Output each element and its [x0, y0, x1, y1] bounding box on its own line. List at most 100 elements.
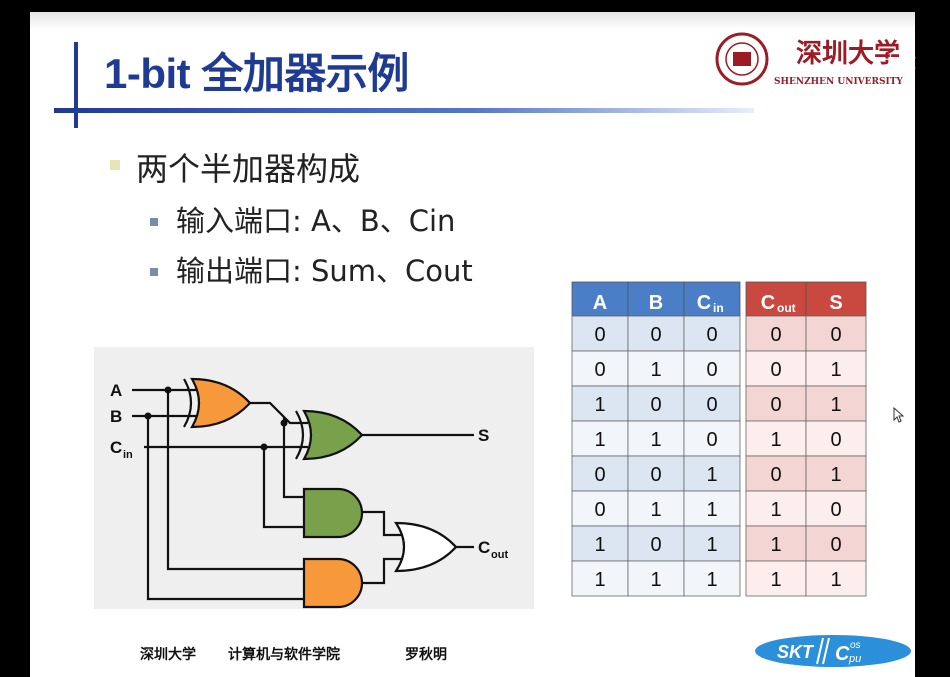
title-underline	[54, 108, 754, 113]
xor-gate-2	[302, 409, 364, 461]
truth-cell	[627, 420, 685, 457]
truth-cell-value: 0	[706, 429, 717, 451]
truth-cell	[571, 560, 629, 597]
sub-bullet-square	[150, 218, 158, 226]
truth-header-cell	[745, 281, 807, 317]
truth-cell-value: 0	[650, 324, 661, 346]
truth-cell-value: 0	[770, 394, 781, 416]
truth-cell-value: 1	[770, 569, 781, 591]
truth-header-cell	[683, 281, 741, 317]
logo-en: SHENZHEN UNIVERSITY	[774, 77, 903, 87]
truth-cell	[683, 350, 741, 387]
truth-cell-value: 0	[594, 464, 605, 486]
truth-cell-value: 0	[594, 324, 605, 346]
label-sum: S	[478, 426, 489, 445]
and-gate-bottom	[302, 557, 364, 609]
truth-cell	[683, 420, 741, 457]
label-a: A	[110, 381, 122, 400]
top-shade	[30, 12, 915, 30]
truth-cell	[683, 455, 741, 492]
truth-cell	[745, 315, 807, 352]
truth-cell-value: 0	[830, 499, 841, 521]
truth-cell-value: 1	[830, 569, 841, 591]
truth-cell	[745, 385, 807, 422]
bullet-text: 两个半加器构成	[136, 150, 361, 188]
full-adder-circuit: A B C in S C out	[94, 347, 534, 609]
bullet-square	[110, 160, 120, 170]
truth-cell-value: 0	[594, 499, 605, 521]
or-gate	[393, 521, 458, 573]
truth-cell	[745, 525, 807, 562]
truth-cell	[571, 315, 629, 352]
footer-school: 计算机与软件学院	[228, 647, 340, 663]
watermark: 大佐	[882, 53, 916, 73]
truth-header-label: A	[593, 292, 607, 314]
truth-cell-value: 1	[594, 394, 605, 416]
footer-university: 深圳大学	[140, 647, 196, 663]
truth-cell	[683, 560, 741, 597]
truth-cell	[571, 420, 629, 457]
xor-gate-1	[190, 377, 252, 429]
truth-cell	[627, 315, 685, 352]
sub-bullet-square	[150, 268, 158, 276]
footer-author: 罗秋明	[405, 647, 447, 663]
truth-cell-value: 1	[650, 359, 661, 381]
truth-header-cell	[805, 281, 867, 317]
cos-pu: pu	[848, 653, 861, 665]
truth-cell	[571, 490, 629, 527]
truth-cell	[683, 525, 741, 562]
truth-cell	[571, 385, 629, 422]
truth-cell-value: 1	[706, 534, 717, 556]
truth-header-sub: in	[713, 301, 724, 315]
truth-cell-value: 1	[830, 359, 841, 381]
truth-cell	[805, 455, 867, 492]
and-gate-top	[302, 487, 364, 539]
truth-header-label: S	[829, 292, 842, 314]
truth-cell-value: 1	[594, 429, 605, 451]
truth-cell-value: 1	[706, 569, 717, 591]
truth-cell-value: 1	[594, 534, 605, 556]
truth-cell-value: 0	[650, 534, 661, 556]
truth-cell	[571, 455, 629, 492]
truth-cell-value: 1	[770, 534, 781, 556]
truth-cell-value: 1	[650, 569, 661, 591]
label-cout-sub: out	[491, 549, 508, 561]
label-b: B	[110, 407, 122, 426]
truth-cell-value: 0	[706, 324, 717, 346]
title-accent-bar	[74, 42, 78, 128]
sub-bullet-inputs: 输入端口: A、B、Cin	[176, 204, 456, 238]
sub-bullet-outputs: 输出端口: Sum、Cout	[176, 254, 473, 288]
slide-title: 1-bit 全加器示例	[104, 50, 409, 97]
truth-cell-value: 1	[650, 429, 661, 451]
truth-cell-value: 1	[770, 429, 781, 451]
truth-cell	[571, 350, 629, 387]
skt-cos-logo: SKT C os pu	[755, 635, 911, 667]
truth-header-label: B	[649, 292, 663, 314]
truth-cell	[627, 560, 685, 597]
truth-cell	[745, 350, 807, 387]
cos-c: C	[835, 643, 850, 665]
truth-cell	[805, 385, 867, 422]
truth-cell-value: 0	[770, 359, 781, 381]
truth-cell-value: 1	[650, 499, 661, 521]
truth-cell-value: 0	[650, 394, 661, 416]
truth-cell	[683, 315, 741, 352]
truth-cell	[805, 560, 867, 597]
truth-cell	[745, 455, 807, 492]
label-cin: C	[110, 438, 122, 457]
truth-cell-value: 0	[770, 464, 781, 486]
truth-cell-value: 1	[830, 394, 841, 416]
label-cin-sub: in	[123, 449, 133, 461]
slide: 1-bit 全加器示例 深圳大学 SHENZHEN UNIVERSITY 两个半…	[30, 12, 915, 677]
truth-cell-value: 1	[706, 499, 717, 521]
truth-cell-value: 0	[830, 429, 841, 451]
truth-cell	[745, 490, 807, 527]
truth-cell-value: 0	[830, 534, 841, 556]
cos-os: os	[850, 640, 861, 651]
truth-cell-value: 0	[830, 324, 841, 346]
truth-cell-value: 0	[770, 324, 781, 346]
truth-cell-value: 0	[706, 394, 717, 416]
university-logo: 深圳大学 SHENZHEN UNIVERSITY	[715, 32, 903, 87]
truth-header-label: C	[761, 292, 775, 314]
